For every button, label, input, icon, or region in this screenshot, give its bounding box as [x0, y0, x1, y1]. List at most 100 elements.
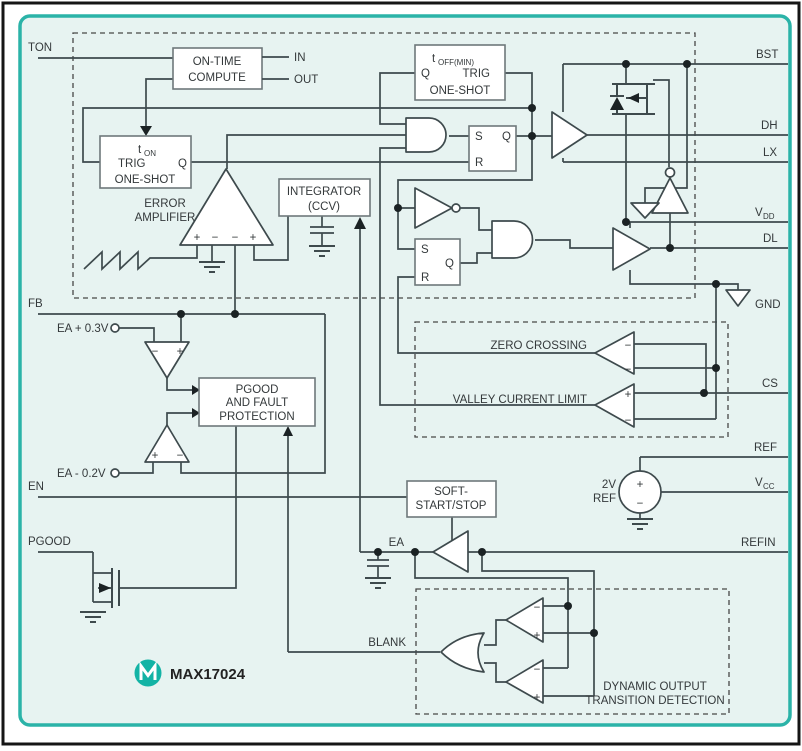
bst-fet-body-arrow	[628, 93, 639, 103]
ontime-to-oneshot-arrow	[140, 126, 152, 136]
gnd-triangle-bst	[630, 202, 660, 219]
uvp-comparator	[144, 424, 190, 463]
label-ea: EA	[389, 537, 405, 549]
dl-driver-buffer	[612, 227, 651, 271]
label-ea-minus: EA - 0.2V	[57, 468, 106, 480]
pin-ton: TON	[28, 42, 52, 54]
uvp-plus: +	[152, 450, 159, 462]
pin-fb: FB	[28, 298, 43, 310]
dynamic-comparator-bottom	[505, 659, 544, 704]
label-in: IN	[294, 52, 306, 64]
bst-switch-inverter-bubble	[664, 167, 676, 178]
wires	[38, 57, 788, 697]
pin-cs: CS	[762, 378, 778, 390]
gnd-pin-triangle	[725, 289, 751, 307]
part-number: MAX17024	[170, 666, 246, 683]
ea-buffer	[432, 530, 469, 573]
integrator-block	[278, 178, 371, 217]
zc-in-top: −	[625, 340, 632, 352]
ea-in2: −	[212, 232, 219, 244]
pin-refin: REFIN	[741, 537, 776, 549]
latch2-r: R	[421, 272, 429, 284]
ton-q: Q	[178, 158, 187, 170]
ea-in3: −	[232, 232, 239, 244]
toff-base: t	[432, 53, 436, 65]
toff-q: Q	[421, 68, 430, 80]
ovp-minus: −	[152, 346, 159, 358]
ea-plus-terminal	[110, 323, 120, 333]
vcl-in-top: +	[625, 389, 632, 401]
ground-symbols	[80, 245, 653, 623]
maxim-logo: MAX17024	[134, 659, 246, 687]
ton-base: t	[138, 144, 142, 156]
ton-oneshot: ONE-SHOT	[115, 174, 176, 186]
current-comparators-dashed-box	[414, 321, 729, 438]
refsrc-minus: −	[637, 498, 644, 510]
inverter	[414, 187, 453, 229]
bst-switch-inverter	[651, 177, 689, 214]
ref-source-circle	[618, 470, 662, 514]
sr-latch-low	[414, 238, 461, 286]
error-amp-l2: AMPLIFIER	[135, 212, 196, 224]
inverter-bubble	[451, 203, 461, 213]
valley-limit-comparator	[594, 383, 635, 428]
ton-one-shot-block	[99, 135, 192, 189]
toff-one-shot-block	[414, 44, 506, 101]
bootstrap-diode	[610, 97, 624, 110]
blocks	[99, 44, 517, 518]
toff-oneshot: ONE-SHOT	[430, 85, 491, 97]
label-blank: BLANK	[368, 637, 406, 649]
ss-l1: SOFT-	[434, 486, 468, 498]
ea-in4: +	[250, 232, 257, 244]
maxim-logo-m-icon	[139, 661, 157, 680]
integrator-l1: INTEGRATOR	[287, 186, 361, 198]
uvp-minus: −	[177, 450, 184, 462]
pin-gnd: GND	[755, 299, 781, 311]
pin-en: EN	[28, 481, 44, 493]
on-time-compute-block	[172, 47, 263, 90]
blank-to-pgood-arrow	[283, 426, 293, 436]
ss-l2: START/STOP	[416, 500, 487, 512]
gates	[110, 111, 751, 704]
error-amplifier-triangle	[179, 168, 274, 246]
pgood-l1: PGOOD	[236, 384, 279, 396]
on-time-l2: COMPUTE	[188, 72, 246, 84]
latch1-s: S	[475, 131, 483, 143]
toff-sub: OFF(MIN)	[438, 58, 474, 67]
on-time-l1: ON-TIME	[193, 56, 242, 68]
dyn-l2: TRANSITION DETECTION	[585, 695, 724, 707]
dynamic-comparator-top	[505, 597, 544, 643]
pin-vcc-sub: CC	[763, 482, 775, 491]
ovp-plus: +	[177, 346, 184, 358]
error-amp-l1: ERROR	[144, 198, 186, 210]
dynA-plus: +	[534, 630, 541, 642]
dynB-minus: −	[534, 664, 541, 676]
label-valley: VALLEY CURRENT LIMIT	[453, 394, 587, 406]
pin-pgood: PGOOD	[28, 536, 71, 548]
latch1-q: Q	[502, 131, 511, 143]
sr-latch-high	[468, 125, 517, 172]
dynA-minus: −	[534, 602, 541, 614]
ea-minus-terminal	[110, 468, 120, 478]
latch1-r: R	[475, 157, 483, 169]
and-gate-high-side	[405, 117, 447, 153]
dyn-l1: DYNAMIC OUTPUT	[603, 681, 707, 693]
vcl-in-bot: −	[625, 415, 632, 427]
pgood-fet-body-arrow	[99, 583, 111, 593]
pin-vdd: V	[755, 207, 763, 219]
soft-start-block	[406, 480, 497, 518]
label-out: OUT	[294, 74, 318, 86]
pgood-fault-block	[198, 377, 316, 427]
pgood-l2: AND FAULT	[226, 397, 288, 409]
refsrc-plus: +	[637, 479, 644, 491]
pin-vcc: V	[755, 477, 763, 489]
integrator-l2: (CCV)	[308, 201, 340, 213]
pin-lx: LX	[763, 147, 777, 159]
dynB-plus: +	[534, 692, 541, 704]
pin-dl: DL	[763, 233, 778, 245]
refsrc-2v: 2V	[602, 479, 616, 491]
junction-dots	[177, 60, 720, 637]
text-layer: TON FB EN PGOOD BST DH LX V DD DL GND CS…	[28, 42, 781, 707]
